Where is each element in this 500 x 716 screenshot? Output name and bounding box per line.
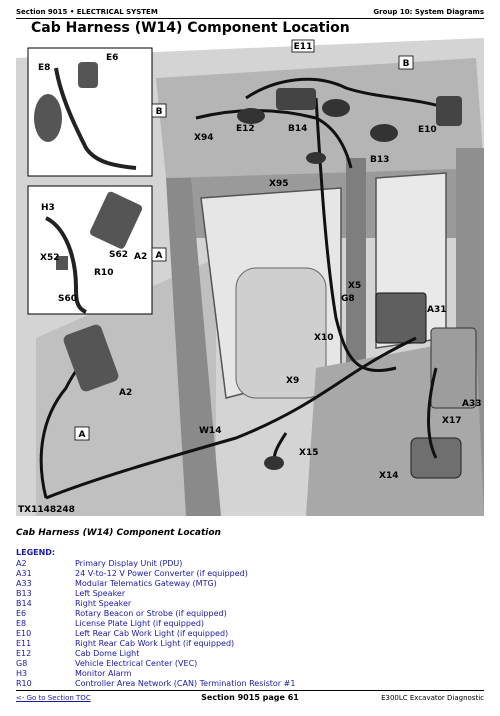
callout-label: W14 (199, 426, 221, 436)
callout-label: A2 (119, 388, 132, 398)
callout-label: A31 (427, 305, 447, 315)
callout-label: E10 (418, 125, 437, 135)
section-label: Section 9015 • ELECTRICAL SYSTEM (16, 8, 158, 16)
legend-code: A2 (16, 559, 27, 568)
callout-label: X15 (299, 448, 318, 458)
callout-label: X94 (194, 133, 213, 143)
group-label: Group 10: System Diagrams (373, 8, 484, 16)
callout-label: A33 (462, 399, 482, 409)
legend-code: E8 (16, 619, 27, 628)
legend-desc: Left Rear Cab Work Light (if equipped) (75, 629, 229, 638)
legend-row: E6 Rotary Beacon or Strobe (if equipped) (16, 609, 456, 619)
harness-diagram: E11 E6 E8 B B X94 E12 B14 E10 B13 X95 H3… (16, 38, 484, 516)
legend-row: H3 Monitor Alarm (16, 669, 456, 679)
callout-label: R10 (94, 268, 113, 278)
legend-row: A33 Modular Telematics Gateway (MTG) (16, 579, 456, 589)
callout-label: A (79, 430, 86, 440)
toc-link[interactable]: <- Go to Section TOC (16, 694, 91, 702)
figure-caption: Cab Harness (W14) Component Location (16, 528, 221, 538)
legend-desc: Controller Area Network (CAN) Terminatio… (75, 679, 296, 688)
legend-row: E12 Cab Dome Light (16, 649, 456, 659)
callout-label: B13 (370, 155, 389, 165)
legend-desc: Vehicle Electrical Center (VEC) (75, 659, 198, 668)
page-title: Cab Harness (W14) Component Location (31, 20, 350, 36)
legend-row: E11 Right Rear Cab Work Light (if equippe… (16, 639, 456, 649)
callout-label: G8 (341, 294, 355, 304)
callout-label: S62 (109, 250, 128, 260)
callout-label: B14 (288, 124, 307, 134)
legend-desc: License Plate Light (if equipped) (75, 619, 205, 628)
legend-row: G8 Vehicle Electrical Center (VEC) (16, 659, 456, 669)
legend-code: A31 (16, 569, 32, 578)
callout-label: X5 (348, 281, 361, 291)
legend-row: R10 Controller Area Network (CAN) Termina… (16, 679, 456, 689)
callout-label: X9 (286, 376, 299, 386)
document-title: E300LC Excavator Diagnostic (381, 694, 484, 702)
legend-code: B13 (16, 589, 32, 598)
callout-label: A (156, 251, 163, 261)
legend-desc: Monitor Alarm (75, 669, 132, 678)
legend-row: B14 Right Speaker (16, 599, 456, 609)
callout-label: S60 (58, 294, 77, 304)
legend-code: E11 (16, 639, 32, 648)
callout-label: E11 (294, 42, 313, 52)
callout-label: X95 (269, 179, 288, 189)
legend-code: A33 (16, 579, 32, 588)
figure-code: TX1148248 (18, 505, 75, 515)
legend-desc: Left Speaker (75, 589, 126, 598)
legend-desc: Rotary Beacon or Strobe (if equipped) (75, 609, 227, 618)
legend-row: A31 24 V-to-12 V Power Converter (if equi… (16, 569, 456, 579)
legend-list: A2 Primary Display Unit (PDU) A31 24 V-to-… (16, 559, 456, 689)
legend-code: H3 (16, 669, 28, 678)
legend-desc: Cab Dome Light (75, 649, 140, 658)
legend-code: B14 (16, 599, 32, 608)
legend-code: E12 (16, 649, 32, 658)
legend-row: B13 Left Speaker (16, 589, 456, 599)
legend-desc: Right Rear Cab Work Light (if equipped) (75, 639, 235, 648)
callout-label: A2 (134, 252, 147, 262)
legend-code: R10 (16, 679, 32, 688)
callout-label: X14 (379, 471, 398, 481)
legend-row: E10 Left Rear Cab Work Light (if equipped… (16, 629, 456, 639)
callout-label: B (403, 59, 410, 69)
callout-label: X17 (442, 416, 461, 426)
harness-illustration: E11 E6 E8 B B X94 E12 B14 E10 B13 X95 H3… (16, 38, 484, 516)
callout-label: H3 (41, 203, 55, 213)
legend-row: A2 Primary Display Unit (PDU) (16, 559, 456, 569)
legend-code: E10 (16, 629, 32, 638)
callout-label: E8 (38, 63, 50, 73)
legend-desc: Right Speaker (75, 599, 132, 608)
legend-desc: Primary Display Unit (PDU) (75, 559, 183, 568)
callout-label: X10 (314, 333, 333, 343)
callout-label: E12 (236, 124, 255, 134)
legend-desc: Modular Telematics Gateway (MTG) (75, 579, 217, 588)
page-header: Section 9015 • ELECTRICAL SYSTEM Group 1… (16, 6, 484, 18)
callout-label: B (156, 107, 163, 117)
legend-desc: 24 V-to-12 V Power Converter (if equippe… (75, 569, 248, 578)
legend-code: G8 (16, 659, 28, 668)
callout-label: E6 (106, 53, 118, 63)
legend-code: E6 (16, 609, 27, 618)
legend-heading: LEGEND: (16, 548, 56, 557)
header-divider (16, 18, 484, 19)
legend-row: E8 License Plate Light (if equipped) (16, 619, 456, 629)
page-number: Section 9015 page 61 (201, 693, 299, 702)
footer-divider (16, 690, 484, 691)
callout-label: X52 (40, 253, 59, 263)
